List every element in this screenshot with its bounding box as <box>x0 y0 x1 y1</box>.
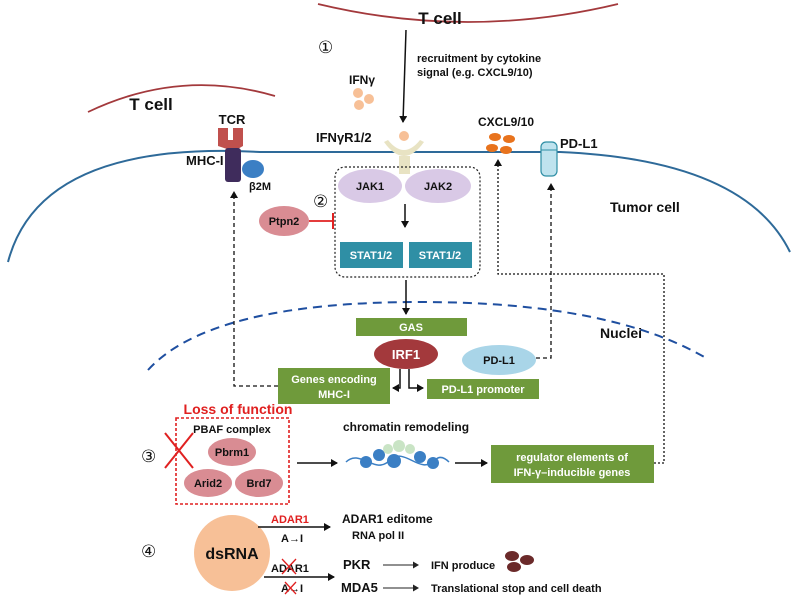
pdl1-nucleus-node <box>462 345 536 375</box>
cxcl-molecules-icon <box>486 133 515 154</box>
dsrna-label: dsRNA <box>205 546 259 563</box>
ptpn2-label: Ptpn2 <box>269 216 300 228</box>
stat-node-b <box>409 242 472 268</box>
adar1-blocked-cross-icon <box>281 558 297 595</box>
mda5-label: MDA5 <box>341 580 378 595</box>
chromatin-label: chromatin remodeling <box>343 420 469 434</box>
cxcl-label: CXCL9/10 <box>478 115 534 129</box>
pdl1-membrane-icon <box>540 141 558 177</box>
jak-stat-dotted-box <box>334 166 481 278</box>
editome-label-2: RNA pol II <box>352 530 404 542</box>
mhc-i-icon <box>225 148 241 182</box>
regulator-label-1: regulator elements of <box>516 452 628 464</box>
stat-node-a <box>340 242 403 268</box>
arid2-label: Arid2 <box>194 478 222 490</box>
jak1-node <box>338 169 402 203</box>
pdl1-expression-dashed-arrow <box>536 183 555 359</box>
nucleus-membrane <box>147 300 707 371</box>
stat-label-b: STAT1/2 <box>419 250 461 262</box>
pbaf-label: PBAF complex <box>193 424 272 436</box>
jak1-label: JAK1 <box>356 181 384 193</box>
tumor-cell-membrane <box>7 149 791 263</box>
editome-label-1: ADAR1 editome <box>342 512 433 526</box>
brd7-label: Brd7 <box>246 478 271 490</box>
t-cell-left-membrane <box>87 84 276 113</box>
pbrm1-label: Pbrm1 <box>215 447 249 459</box>
brd7-node <box>235 469 283 497</box>
jak2-label: JAK2 <box>424 181 452 193</box>
adar1-bottom-label: ADAR1 <box>271 563 309 575</box>
step2-marker: ② <box>313 192 328 211</box>
genes-mhc-label-2: MHC-I <box>318 389 350 401</box>
mhc-expression-dashed-arrow <box>230 191 278 387</box>
pdl1-nucleus-label: PD-L1 <box>483 355 515 367</box>
dsrna-node <box>194 515 270 591</box>
nuclei-label: Nuclei <box>600 325 642 341</box>
ifngr-receptor-icon <box>384 140 424 174</box>
loss-cross-icon <box>164 432 194 469</box>
ifng-molecules-icon <box>353 88 409 141</box>
genes-mhc-box <box>278 368 390 404</box>
irf1-to-pdl1-arrow <box>408 369 424 392</box>
step3-marker: ③ <box>141 447 156 466</box>
ifng-label: IFNγ <box>349 73 375 87</box>
genes-mhc-label-1: Genes encoding <box>291 374 377 386</box>
pbaf-complex-box <box>175 417 290 505</box>
t-cell-top-membrane <box>317 3 619 23</box>
pbrm1-node <box>208 438 256 466</box>
pkr-label: PKR <box>343 557 371 572</box>
gas-box <box>356 318 467 336</box>
b2m-label: β2M <box>249 181 271 193</box>
ifngr-label: IFNγR1/2 <box>316 130 372 145</box>
chromatin-nucleosome-icon <box>345 440 450 469</box>
ifn-produce-label: IFN produce <box>431 560 495 572</box>
recruitment-arrow <box>399 29 408 123</box>
tcr-label: TCR <box>219 112 246 127</box>
stat-label-a: STAT1/2 <box>350 250 392 262</box>
step1-marker: ① <box>318 38 333 57</box>
irf1-label: IRF1 <box>392 347 420 362</box>
gas-label: GAS <box>399 322 423 334</box>
arid2-node <box>184 469 232 497</box>
step4-marker: ④ <box>141 542 156 561</box>
pdl1-membrane-label: PD-L1 <box>560 136 598 151</box>
regulator-label-2: IFN-γ–inducible genes <box>514 467 631 479</box>
t-cell-left-label: T cell <box>129 95 172 114</box>
regulator-box <box>491 445 654 483</box>
ptpn2-node <box>259 206 309 236</box>
b2m-icon <box>242 160 264 178</box>
pdl1-promoter-box <box>427 379 539 399</box>
ifn-molecules-icon <box>505 551 534 572</box>
recruitment-label-2: signal (e.g. CXCL9/10) <box>417 67 533 79</box>
t-cell-top-label: T cell <box>418 9 461 28</box>
loss-of-function-label: Loss of function <box>184 401 293 417</box>
ai-top-label: A→I <box>281 533 303 545</box>
irf1-to-mhc-arrow <box>392 369 401 392</box>
translational-label: Translational stop and cell death <box>431 583 602 595</box>
tumor-cell-label: Tumor cell <box>610 199 680 215</box>
irf1-node <box>374 339 438 369</box>
jak2-node <box>405 169 471 203</box>
mhc-label: MHC-I <box>186 153 224 168</box>
tcr-receptor-icon <box>218 128 243 160</box>
recruitment-label-1: recruitment by cytokine <box>417 53 541 65</box>
adar1-top-label: ADAR1 <box>271 514 309 526</box>
pdl1-promoter-label: PD-L1 promoter <box>441 384 525 396</box>
